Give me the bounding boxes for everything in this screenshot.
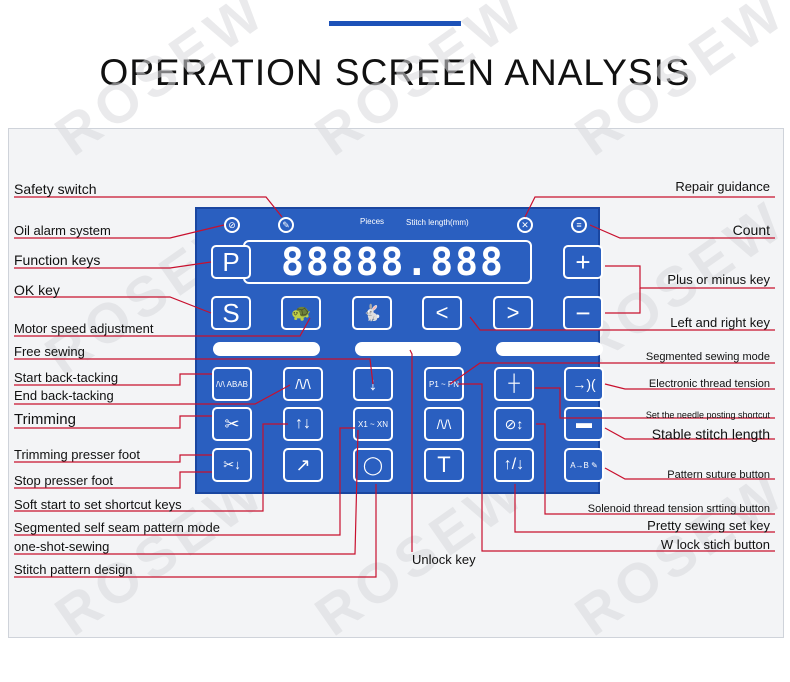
solenoid-thread-tension-key[interactable]: ⊘↕ — [494, 407, 534, 441]
pieces-label: Pieces — [360, 217, 385, 226]
label-left-right: Left and right key — [670, 315, 770, 330]
presser-foot-scissors-icon: ✂↓ — [223, 457, 241, 472]
label-plus-minus: Plus or minus key — [667, 272, 770, 287]
page-title: OPERATION SCREEN ANALYSIS — [99, 52, 691, 93]
repair-guidance-icon: ✕ — [517, 217, 533, 233]
presser-foot-icon: ↗ — [295, 454, 311, 475]
motor-speed-slow-key[interactable]: 🐢 — [281, 296, 321, 330]
soft-start-key[interactable]: ↑↓ — [283, 407, 323, 441]
safety-switch-icon: ✎ — [278, 217, 294, 233]
ok-key-s[interactable]: S — [211, 296, 251, 330]
label-needle-posting: Set the needle posting shortcut — [645, 410, 770, 420]
indicator-bar — [496, 342, 603, 356]
label-pattern-suture: Pattern suture button — [667, 469, 770, 481]
count-icon: ≡ — [571, 217, 587, 233]
trimming-key[interactable]: ✂ — [212, 407, 252, 441]
label-safety-switch: Safety switch — [14, 181, 97, 197]
stitch-length-label: Stitch length(mm) — [406, 218, 469, 227]
end-back-tacking-key[interactable]: /\/\ — [283, 367, 323, 401]
label-stable-stitch-length: Stable stitch length — [651, 426, 770, 442]
label-free-sewing: Free sewing — [14, 344, 85, 359]
label-motor-speed: Motor speed adjustment — [14, 321, 154, 336]
label-unlock-key: Unlock key — [412, 552, 476, 567]
stitch-length-icon: ▬ — [576, 415, 592, 432]
stable-stitch-length-key[interactable]: ▬ — [564, 407, 604, 441]
pattern-stitch-icon: /\/\ — [436, 416, 452, 432]
minus-key[interactable]: − — [563, 296, 603, 330]
w-lock-stitch-key[interactable]: ↑/↓ — [494, 448, 534, 482]
indicator-bar — [355, 342, 461, 356]
end-backtack-icon: /\/\ — [295, 376, 311, 392]
scissors-icon: ✂ — [224, 413, 240, 434]
solenoid-icon: ⊘↕ — [504, 415, 524, 432]
function-key-p[interactable]: P — [211, 245, 251, 279]
start-back-tacking-key[interactable]: /\/\ ABAB — [212, 367, 252, 401]
right-key[interactable]: > — [493, 296, 533, 330]
rabbit-icon: 🐇 — [362, 305, 382, 322]
label-oil-alarm: Oil alarm system — [14, 223, 111, 238]
trimming-presser-foot-key[interactable]: ✂↓ — [212, 448, 252, 482]
label-solenoid-thread-tension: Solenoid thread tension srtting button — [587, 503, 770, 515]
one-shot-sewing-key[interactable]: ◯ — [353, 448, 393, 482]
label-segmented-sewing-mode: Segmented sewing mode — [645, 351, 770, 363]
label-segmented-self-seam: Segmented self seam pattern mode — [14, 520, 220, 535]
plus-key[interactable]: + — [563, 245, 603, 279]
label-trimming: Trimming — [14, 411, 76, 428]
soft-start-icon: ↑↓ — [295, 415, 311, 432]
label-start-back-tacking: Start back-tacking — [14, 370, 119, 385]
label-end-back-tacking: End back-tacking — [14, 388, 114, 403]
label-w-lock-stitch: W lock stich button — [660, 537, 770, 552]
label-count: Count — [732, 222, 770, 238]
circle-icon: ◯ — [362, 454, 384, 475]
pattern-suture-icon: A→B ✎ — [570, 460, 598, 470]
label-pretty-sewing: Pretty sewing set key — [647, 518, 770, 533]
label-repair-guidance: Repair guidance — [675, 179, 770, 194]
start-backtack-icon: /\/\ ABAB — [215, 379, 248, 389]
w-lock-icon: ↑/↓ — [503, 456, 525, 473]
label-stitch-pattern-design: Stitch pattern design — [14, 562, 133, 577]
label-soft-start: Soft start to set shortcut keys — [14, 497, 182, 512]
stop-presser-foot-key[interactable]: ↗ — [283, 448, 323, 482]
thread-tension-icon: →)( — [572, 376, 596, 392]
indicator-bar — [213, 342, 320, 356]
label-trimming-presser-foot: Trimming presser foot — [14, 447, 140, 462]
electronic-thread-tension-key[interactable]: →)( — [564, 367, 604, 401]
label-ok-key: OK key — [14, 282, 60, 298]
left-key[interactable]: < — [422, 296, 462, 330]
segmented-self-seam-key[interactable]: X1 ~ XN — [353, 407, 393, 441]
turtle-icon: 🐢 — [291, 305, 311, 322]
label-one-shot-sewing: one-shot-sewing — [14, 539, 110, 554]
label-electronic-thread-tension: Electronic thread tension — [648, 378, 770, 390]
top-accent-bar — [329, 21, 461, 26]
needle-cross-icon: ┼ — [508, 375, 520, 392]
motor-speed-fast-key[interactable]: 🐇 — [352, 296, 392, 330]
label-stop-presser-foot: Stop presser foot — [14, 473, 113, 488]
oil-alarm-icon: ⊘ — [224, 217, 240, 233]
label-function-keys: Function keys — [14, 252, 101, 268]
unlock-key-t[interactable]: T — [424, 448, 464, 482]
needle-posting-shortcut-key[interactable]: ┼ — [494, 367, 534, 401]
pattern-suture-key[interactable]: A→B ✎ — [564, 448, 604, 482]
digit-readout: 88888.888 — [281, 240, 505, 284]
pattern-sewing-key[interactable]: /\/\ — [424, 407, 464, 441]
